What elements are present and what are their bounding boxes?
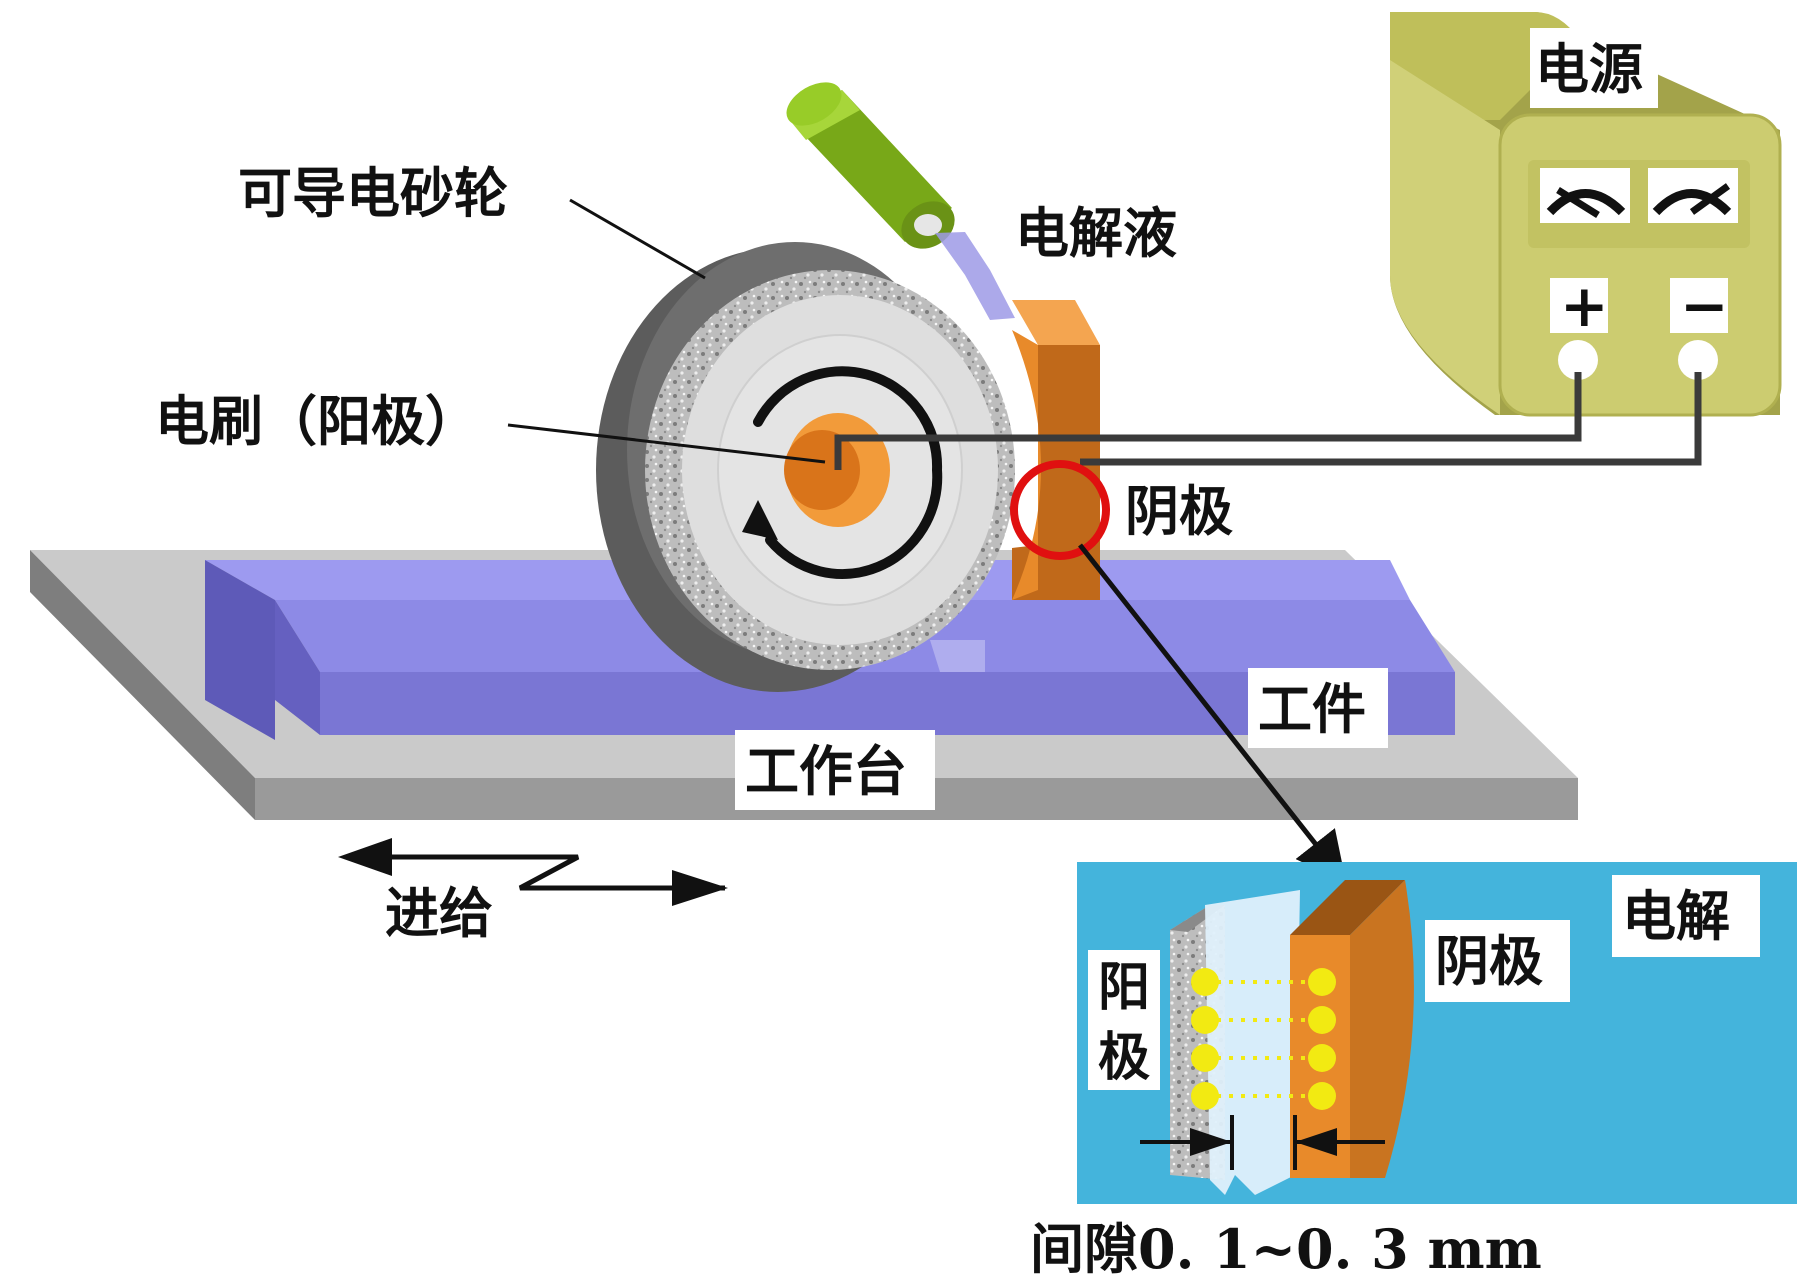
- inset-anode-label-2: 极: [1098, 1027, 1150, 1088]
- table-label-box: [735, 730, 935, 810]
- inset-electrolysis-label: 电解: [1622, 884, 1730, 948]
- table-label: 工作台: [745, 739, 907, 803]
- plus-terminal: [1558, 340, 1598, 380]
- workpiece-label-box: [1248, 668, 1388, 748]
- inset-panel: [1077, 862, 1797, 1204]
- cathode-block: [1012, 300, 1100, 600]
- brush-leader-line: [507, 423, 826, 464]
- minus-terminal: [1678, 340, 1718, 380]
- electrolyte-nozzle: [786, 82, 955, 249]
- grinding-wheel: [596, 242, 1015, 692]
- workpiece-label: 工件: [1258, 677, 1366, 741]
- power-label-box: [1530, 28, 1658, 108]
- minus-label: −: [1680, 272, 1729, 340]
- wires: [834, 372, 1702, 470]
- plus-terminal-box: [1550, 278, 1608, 333]
- wheel-label: 可导电砂轮: [238, 161, 508, 225]
- brush-label: 电刷（阳极）: [155, 389, 479, 453]
- inset-anode-label-1: 阳: [1098, 957, 1150, 1018]
- gap-highlight-circle: [1010, 460, 1110, 560]
- rotation-arrow: [742, 366, 943, 579]
- wheel-leader-line: [569, 198, 706, 280]
- electrolyte-label: 电解液: [1015, 201, 1177, 265]
- power-meter-right: [1648, 168, 1738, 223]
- gap-label: 间隙0. 1~0. 3 mm: [1030, 1217, 1542, 1280]
- electrolyte-spray: [935, 232, 1015, 320]
- power-label: 电源: [1535, 37, 1643, 101]
- feed-label: 进给: [385, 881, 493, 945]
- inset-pointer-arrow: [1078, 543, 1347, 883]
- power-meter-left: [1540, 168, 1630, 223]
- minus-terminal-box: [1670, 278, 1728, 333]
- plus-label: +: [1560, 272, 1609, 340]
- inset-cathode-label: 阴极: [1435, 929, 1543, 993]
- cathode-label: 阴极: [1125, 479, 1233, 543]
- feed-arrow: [338, 838, 728, 906]
